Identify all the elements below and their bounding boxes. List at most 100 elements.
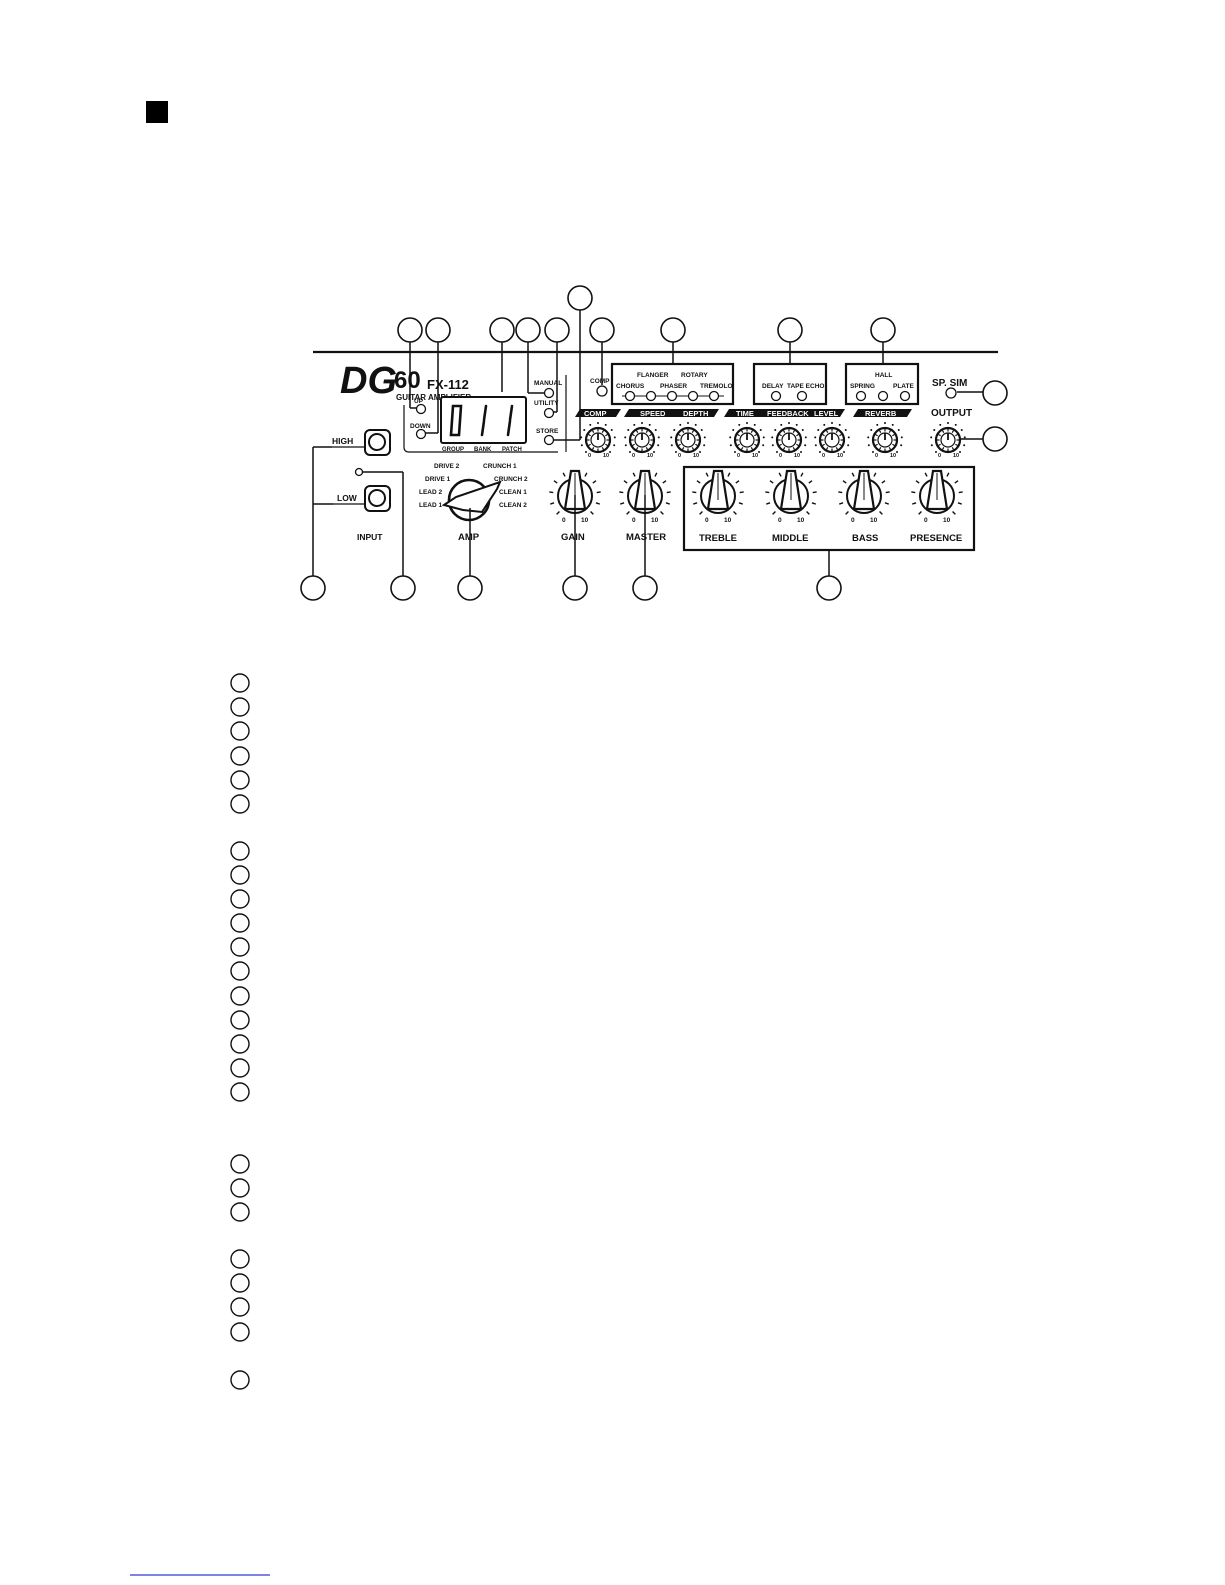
speed-label: SPEED — [640, 409, 666, 418]
legend-item-circle — [230, 1297, 250, 1317]
callout-circle — [397, 317, 423, 343]
output-knob[interactable]: 0 10 — [930, 422, 966, 459]
callout-circle — [515, 317, 541, 343]
manual-button[interactable] — [543, 387, 555, 399]
legend-item-circle — [230, 794, 250, 814]
scale-max-label: 10 — [752, 453, 758, 459]
display-digit — [449, 404, 463, 437]
legend-item-circle — [230, 937, 250, 957]
chorus-label: CHORUS — [616, 383, 645, 390]
callout-circle — [390, 575, 416, 601]
callout-circle — [544, 317, 570, 343]
callout-circle — [660, 317, 686, 343]
callout-circle — [489, 317, 515, 343]
top-callouts — [397, 285, 1008, 452]
callout-circle — [816, 575, 842, 601]
callout-circle — [982, 380, 1008, 406]
comp-button-label: COMP — [590, 378, 610, 385]
display-section: UP DOWN GROUP BANK PATCH MANUAL UTILITY … — [403, 375, 567, 453]
high-label: HIGH — [332, 436, 353, 446]
legend-item-circle — [230, 986, 250, 1006]
crunch2-label: CRUNCH 2 — [494, 476, 528, 483]
tape-echo-led[interactable] — [796, 390, 808, 402]
legend-item-circle — [230, 770, 250, 790]
crunch1-label: CRUNCH 1 — [483, 463, 517, 470]
plate-led[interactable] — [899, 390, 911, 402]
amp-selector-pointer — [441, 480, 502, 514]
delay-bar — [724, 409, 845, 417]
scale-min-label: 0 — [778, 517, 782, 524]
scale-max-label: 10 — [651, 517, 659, 524]
legend-item-circle — [230, 1058, 250, 1078]
callout-circle — [589, 317, 615, 343]
comp-button[interactable] — [596, 385, 608, 397]
store-button[interactable] — [543, 434, 555, 446]
legend-item-circle — [230, 961, 250, 981]
input-indicator-led — [354, 467, 364, 477]
scale-min-label: 0 — [875, 453, 878, 459]
down-button[interactable] — [415, 428, 427, 440]
amp-label: AMP — [458, 532, 480, 543]
utility-button[interactable] — [543, 407, 555, 419]
flanger-led[interactable] — [645, 390, 657, 402]
gain-label: GAIN — [561, 532, 585, 543]
drive2-label: DRIVE 2 — [434, 463, 460, 470]
legend-item-circle — [230, 697, 250, 717]
rotary-label: ROTARY — [681, 372, 708, 379]
callout-circle — [562, 575, 588, 601]
delay-led[interactable] — [770, 390, 782, 402]
amp-selector: DRIVE 2 DRIVE 1 LEAD 2 LEAD 1 CRUNCH 1 C… — [419, 463, 528, 543]
hall-led[interactable] — [877, 390, 889, 402]
scale-min-label: 0 — [632, 517, 636, 524]
depth-label: DEPTH — [683, 409, 708, 418]
spring-led[interactable] — [855, 390, 867, 402]
reverb-selector: HALL SPRING PLATE — [844, 362, 920, 406]
phaser-led[interactable] — [666, 390, 678, 402]
comp-bar — [575, 409, 621, 417]
output-label: OUTPUT — [931, 408, 972, 419]
bank-label: BANK — [474, 447, 492, 453]
bass-label: BASS — [852, 533, 878, 544]
callout-circle — [300, 575, 326, 601]
scale-max-label: 10 — [953, 453, 959, 459]
high-input-jack[interactable] — [368, 433, 386, 451]
clean2-label: CLEAN 2 — [499, 502, 527, 509]
scale-min-label: 0 — [737, 453, 740, 459]
effect-label-bars: COMP SPEED DEPTH TIME FEEDBACK LEVEL REV… — [575, 409, 912, 418]
delay-selector: DELAY TAPE ECHO — [752, 362, 828, 406]
legend-item-circle — [230, 1249, 250, 1269]
legend-number-list — [230, 673, 250, 1390]
lead1-label: LEAD 1 — [419, 502, 443, 509]
scale-min-label: 0 — [678, 453, 681, 459]
scale-min-label: 0 — [924, 517, 928, 524]
sp-sim-button[interactable] — [945, 387, 957, 399]
up-button[interactable] — [415, 403, 427, 415]
logo-subtitle: GUITAR AMPLIFIER — [396, 393, 471, 402]
rotary-led[interactable] — [687, 390, 699, 402]
section-marker-square — [146, 101, 168, 123]
scale-min-label: 0 — [779, 453, 782, 459]
scale-min-label: 0 — [851, 517, 855, 524]
time-knob[interactable]: 0 10 — [729, 422, 765, 459]
sp-sim-label: SP. SIM — [932, 378, 967, 389]
display-digit — [480, 404, 488, 437]
low-input-jack[interactable] — [368, 489, 386, 507]
tremolo-led[interactable] — [708, 390, 720, 402]
scale-min-label: 0 — [938, 453, 941, 459]
chorus-led[interactable] — [624, 390, 636, 402]
logo-model: FX-112 — [427, 377, 469, 392]
